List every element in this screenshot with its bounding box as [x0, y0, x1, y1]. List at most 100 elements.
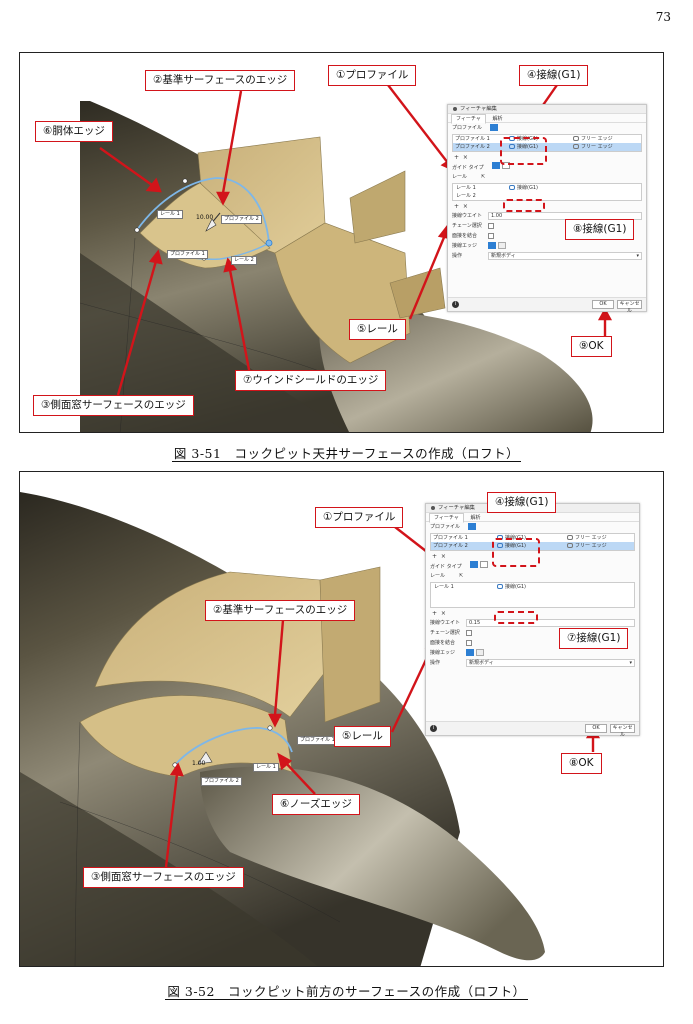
merge-label: 面接を結合: [452, 233, 478, 239]
profile-condition[interactable]: 接線(G1): [505, 543, 526, 549]
seam-line: [74, 721, 81, 966]
vertex: [267, 725, 273, 731]
remove-profile-button[interactable]: ×: [462, 154, 468, 161]
info-icon[interactable]: i: [452, 301, 459, 308]
guide-type-label: ガイド タイプ: [452, 165, 484, 171]
callout-nose-edge: ⑥ノーズエッジ: [272, 794, 360, 815]
tangent-weight-label: 接線ウエイト: [452, 213, 483, 219]
profile-row: プロファイル: [426, 522, 639, 532]
guide-centerline-icon[interactable]: [479, 561, 488, 568]
add-profile-button[interactable]: +: [454, 154, 460, 161]
operation-label: 操作: [430, 660, 441, 666]
profile-condition[interactable]: 接線(G1): [517, 136, 538, 142]
merge-checkbox[interactable]: [488, 233, 494, 239]
profile-alt-condition[interactable]: フリー エッジ: [581, 136, 613, 142]
cursor-icon[interactable]: ⇱: [459, 573, 464, 579]
profile-alt-condition[interactable]: フリー エッジ: [575, 543, 607, 549]
add-rail-button[interactable]: +: [432, 610, 438, 617]
profile-alt-condition[interactable]: フリー エッジ: [575, 535, 607, 541]
dialog-title: フィーチャ編集: [438, 505, 475, 511]
ok-button[interactable]: OK: [592, 300, 614, 309]
vertex: [265, 239, 273, 247]
edge-merge-icon[interactable]: [488, 242, 496, 249]
chain-checkbox[interactable]: [488, 223, 494, 229]
tab-analysis[interactable]: 解析: [470, 515, 481, 521]
tab-analysis[interactable]: 解析: [492, 116, 503, 122]
tangent-icon: [497, 584, 503, 589]
vertex: [182, 178, 188, 184]
edge-keep-icon[interactable]: [476, 649, 484, 656]
tangent-icon: [509, 185, 515, 190]
side-window-surface: [79, 695, 293, 778]
dialog-tabs: フィーチャ 解析: [426, 513, 639, 523]
free-edge-icon: [573, 136, 579, 141]
dialog-status-icon: [453, 106, 457, 111]
dialog-status-icon: [431, 505, 435, 510]
profile-alt-condition[interactable]: フリー エッジ: [581, 144, 613, 150]
rail-condition[interactable]: 接線(G1): [505, 584, 526, 590]
vertex: [134, 227, 140, 233]
free-edge-icon: [567, 535, 573, 540]
rail-label: レール: [452, 174, 468, 180]
dialog-title: フィーチャ編集: [460, 106, 497, 112]
figure-caption-2: 図 3-52 コックピット前方のサーフェースの作成（ロフト）: [0, 981, 693, 1000]
add-rail-button[interactable]: +: [454, 203, 460, 210]
remove-profile-button[interactable]: ×: [440, 553, 446, 560]
add-profile-button[interactable]: +: [432, 553, 438, 560]
profile-select-button[interactable]: [468, 523, 477, 530]
page-number: 73: [655, 10, 671, 24]
callout-tangent-g1-rail: ⑧接線(G1): [565, 219, 635, 240]
guide-rail-icon[interactable]: [491, 162, 500, 169]
cancel-button[interactable]: キャンセル: [617, 300, 642, 314]
dialog-title-bar[interactable]: フィーチャ編集: [448, 105, 646, 114]
merge-checkbox[interactable]: [466, 640, 472, 646]
remove-rail-button[interactable]: ×: [440, 610, 446, 617]
profile-condition[interactable]: 接線(G1): [517, 144, 538, 150]
cursor-icon[interactable]: ⇱: [481, 174, 486, 180]
edge-keep-icon[interactable]: [498, 242, 506, 249]
remove-rail-button[interactable]: ×: [462, 203, 468, 210]
operation-select[interactable]: 新規ボディ▾: [488, 252, 642, 260]
guide-centerline-icon[interactable]: [501, 162, 510, 169]
rail-row: レール⇱: [426, 571, 639, 581]
guide-type-row: ガイド タイプ: [448, 162, 646, 172]
rail-row: レール ⇱: [448, 172, 646, 182]
figure-caption-1: 図 3-51 コックピット天井サーフェースの作成（ロフト）: [0, 443, 693, 462]
profile-table-row[interactable]: プロファイル 2 接線(G1) フリー エッジ: [453, 143, 641, 151]
caption-text: 図 3-52 コックピット前方のサーフェースの作成（ロフト）: [165, 984, 528, 1000]
rail-table-row[interactable]: レール 2: [453, 192, 641, 200]
profile-label: プロファイル: [430, 524, 461, 530]
profile-select-button[interactable]: [490, 124, 499, 131]
edge-merge-icon[interactable]: [466, 649, 474, 656]
guide-rail-icon[interactable]: [469, 561, 478, 568]
rail-add-remove: + ×: [448, 202, 646, 211]
canopy-fin: [319, 566, 381, 723]
operation-select[interactable]: 新規ボディ▾: [466, 659, 635, 667]
cancel-button[interactable]: キャンセル: [610, 724, 635, 738]
ok-button[interactable]: OK: [585, 724, 607, 733]
rail-condition[interactable]: 接線(G1): [517, 185, 538, 191]
seam-line: [59, 801, 341, 923]
callout-tangent-g1-profiles: ④接線(G1): [487, 492, 557, 513]
merge-label: 面接を結合: [430, 640, 456, 646]
profile-name: プロファイル 2: [455, 144, 490, 150]
dimension-value: 1.00: [192, 760, 206, 767]
tangent-weight-input[interactable]: 0.15: [466, 619, 635, 627]
info-icon[interactable]: i: [430, 725, 437, 732]
chevron-down-icon: ▾: [636, 253, 639, 259]
edge-row: 接線エッジ: [426, 648, 639, 658]
dimension-arrow-head: [205, 218, 217, 232]
chain-label: チェーン選択: [452, 223, 482, 229]
chain-checkbox[interactable]: [466, 630, 472, 636]
operation-value: 新規ボディ: [469, 660, 494, 666]
fuselage-lower: [80, 253, 347, 432]
